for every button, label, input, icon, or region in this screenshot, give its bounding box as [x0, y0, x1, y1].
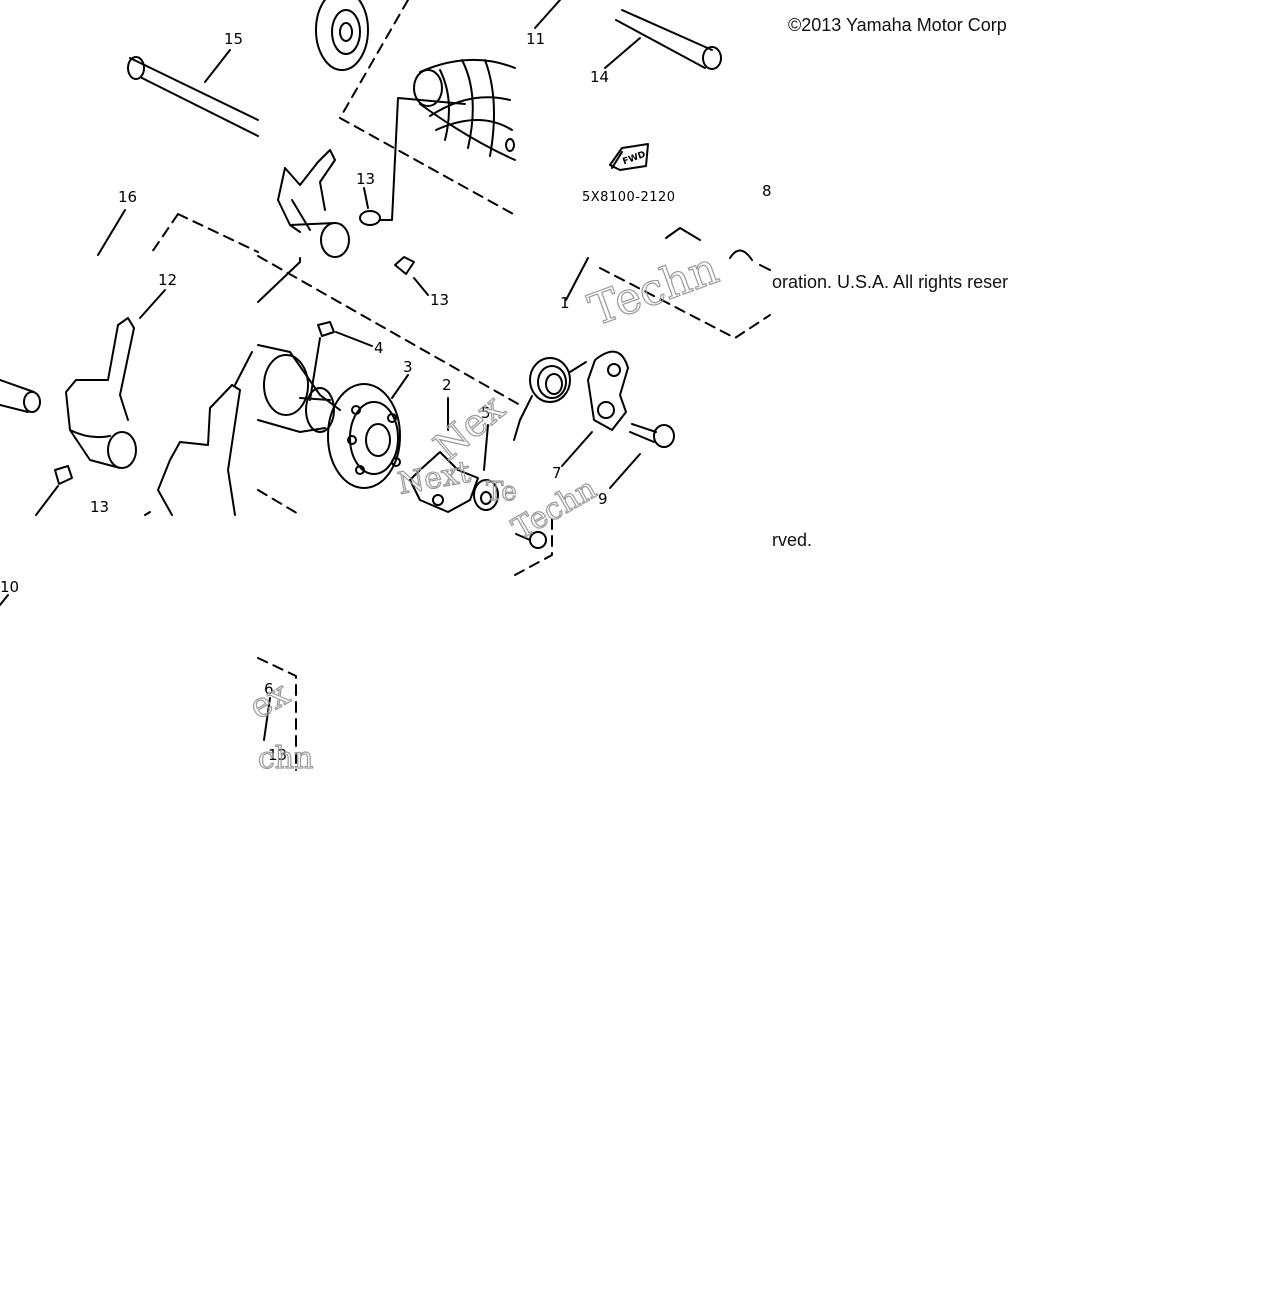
callout-16: 16 — [118, 188, 137, 206]
bolt-9 — [629, 423, 675, 448]
leader-11 — [534, 0, 561, 29]
leader-13-c — [35, 485, 59, 516]
callout-11: 11 — [526, 30, 545, 48]
copyright-line-1: ©2013 Yamaha Motor Corp — [788, 15, 1007, 35]
callout-6: 6 — [264, 680, 274, 698]
pin-13-c — [54, 465, 73, 485]
callout-9: 9 — [598, 490, 608, 508]
shift-fork-upper — [277, 149, 350, 258]
watermark-1: Techn — [582, 243, 725, 337]
callout-labels: 1 2 3 4 5 6 7 8 9 10 11 12 13 13 13 13 1… — [0, 30, 772, 764]
dashed-box-lower-right — [514, 514, 553, 576]
dashed-box-top — [339, 0, 516, 216]
copyright-line-2: oration. U.S.A. All rights reser — [772, 272, 1009, 292]
dashed-box-mid — [149, 213, 259, 256]
leader-6 — [263, 697, 271, 741]
bearing-top — [315, 0, 369, 71]
leader-3 — [391, 374, 409, 399]
callout-14: 14 — [590, 68, 609, 86]
leader-5 — [483, 424, 489, 471]
pin-13-b — [394, 256, 415, 275]
callout-7: 7 — [552, 464, 562, 482]
callout-3: 3 — [403, 358, 413, 376]
leader-13-a — [363, 187, 369, 209]
dashed-box-right — [599, 267, 771, 339]
shift-segment — [257, 344, 341, 433]
watermark-6: ex — [243, 674, 297, 728]
leader-13-b — [413, 277, 429, 296]
dashed-line-6 — [257, 657, 297, 771]
watermark-5: Techn — [507, 471, 603, 547]
part-number-label: 5X8100-2120 — [582, 190, 676, 205]
shift-shaft-15 — [127, 56, 259, 137]
leader-1 — [565, 257, 589, 301]
watermark-7: chn — [258, 741, 313, 776]
bearing-3 — [327, 383, 401, 489]
torsion-spring — [513, 357, 587, 441]
leader-4 — [335, 331, 373, 347]
part-8-edge — [665, 227, 771, 271]
callout-12: 12 — [158, 271, 177, 289]
leader-7 — [561, 431, 593, 467]
leader-fork-lower — [234, 351, 253, 386]
stopper-lever-7 — [587, 350, 629, 431]
washer-5 — [473, 479, 499, 511]
leader-12 — [139, 289, 166, 319]
fwd-label: FWD — [621, 150, 647, 167]
shift-fork-12 — [65, 317, 137, 469]
pin-13-a — [359, 210, 381, 226]
fwd-arrow-icon — [609, 143, 649, 171]
callout-1: 1 — [560, 294, 570, 312]
leader-9 — [609, 453, 641, 489]
callout-13-c: 13 — [90, 498, 109, 516]
callout-8: 8 — [762, 182, 772, 200]
callout-13-a: 13 — [356, 170, 375, 188]
screw-lower — [515, 531, 547, 549]
pin-4 — [317, 321, 335, 337]
callout-15: 15 — [224, 30, 243, 48]
shaft-left — [0, 379, 41, 413]
copyright-line-3: rved. — [772, 530, 813, 550]
shift-fork-lower — [144, 384, 241, 516]
callout-13-d: 13 — [268, 746, 287, 764]
leader-16 — [97, 209, 126, 256]
leader-15 — [204, 49, 231, 83]
callout-2: 2 — [442, 376, 452, 394]
watermark-4: Nex — [426, 386, 513, 469]
callout-4: 4 — [374, 339, 384, 357]
shift-drum-11 — [413, 58, 516, 161]
callout-13-b: 13 — [430, 291, 449, 309]
leader-14 — [604, 37, 641, 69]
leader-drum-pin — [379, 97, 466, 221]
watermark-3: Te — [486, 477, 517, 507]
dashed-box-lower — [257, 489, 301, 516]
dashed-line-center — [257, 255, 521, 406]
stopper-plate-2 — [409, 397, 479, 513]
leader-4b — [309, 337, 321, 401]
callout-5: 5 — [481, 404, 491, 422]
shift-shaft-14 — [615, 9, 722, 70]
leader-13-b-line — [257, 257, 301, 303]
callout-10: 10 — [0, 578, 19, 596]
leader-10 — [0, 594, 9, 606]
